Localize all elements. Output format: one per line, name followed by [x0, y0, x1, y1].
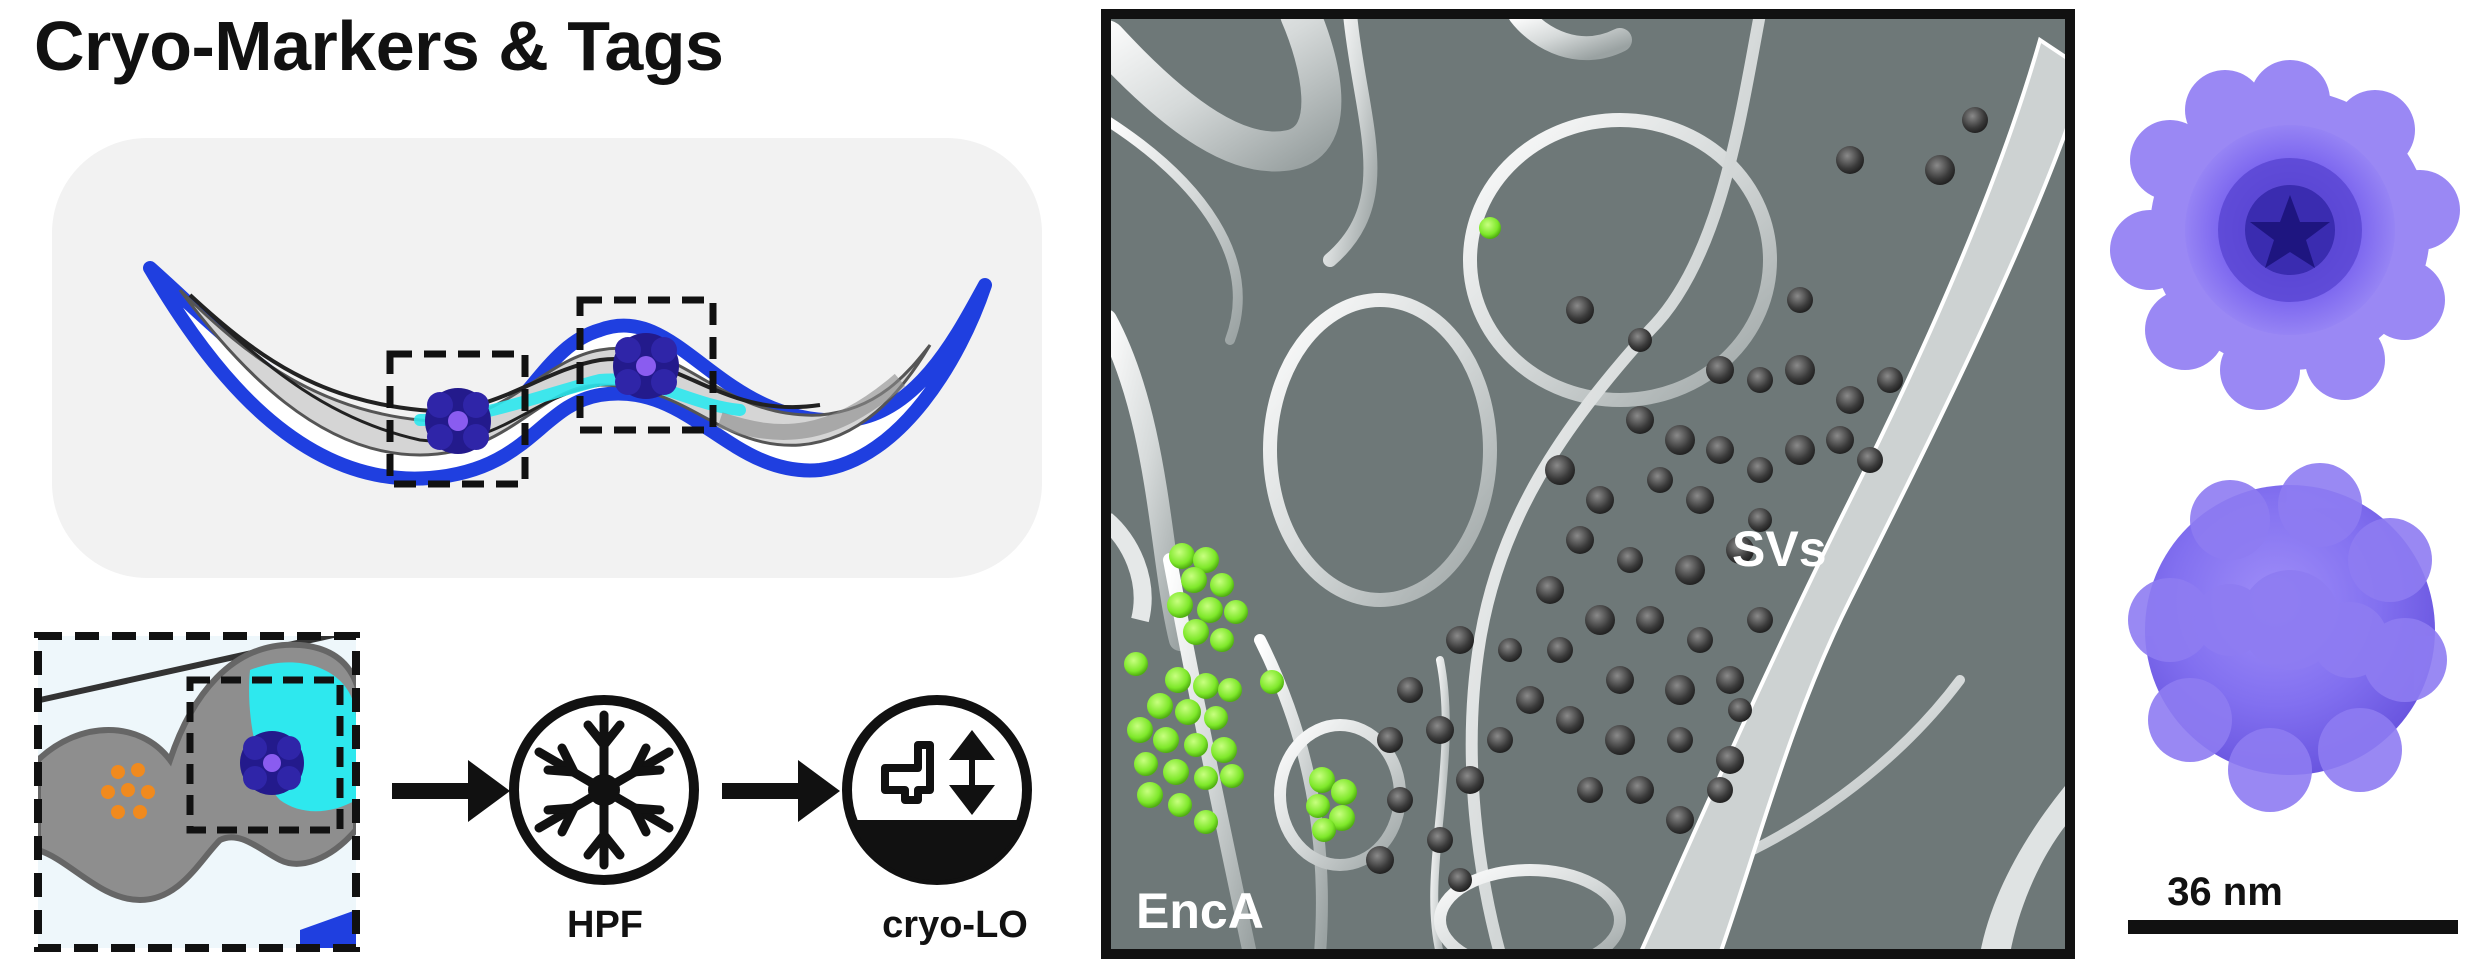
svs-label: SVs	[1732, 521, 1827, 577]
tissue-inset	[34, 632, 360, 952]
encapsulin-marker-right	[613, 333, 679, 399]
encapsulin-marker-left	[425, 388, 491, 454]
tomogram-panel	[1106, 14, 2070, 954]
encapsulin-top-view	[2110, 60, 2460, 410]
worm-illustration	[143, 261, 992, 486]
encapsulin-side-view	[2128, 463, 2447, 812]
tomogram-frame	[1101, 9, 2075, 959]
cryo-liftout-icon	[842, 695, 1032, 885]
scale-bar-label: 36 nm	[2167, 870, 2283, 914]
zoom-box-right	[576, 296, 717, 434]
snowflake-icon	[509, 695, 699, 885]
cryo-lo-label: cryo-LO	[882, 904, 1028, 946]
scale-bar	[2128, 920, 2458, 934]
hpf-label: HPF	[567, 904, 643, 946]
enca-label: EncA	[1136, 883, 1264, 939]
figure-title: Cryo-Markers & Tags	[34, 7, 724, 85]
arrow-right-1	[392, 760, 510, 822]
arrow-right-2	[722, 760, 840, 822]
